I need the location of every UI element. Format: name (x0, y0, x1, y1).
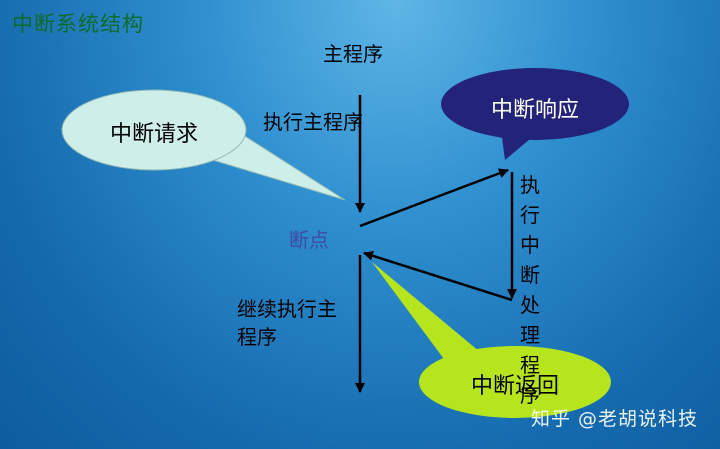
slide-title: 中断系统结构 (12, 12, 144, 36)
return-callout-text: 中断返回 (470, 374, 559, 399)
response-callout-text: 中断响应 (490, 98, 579, 123)
watermark: 知乎 @老胡说科技 (530, 408, 698, 430)
request-callout (61, 89, 247, 171)
return-arrow (363, 250, 513, 302)
return-callout (419, 346, 611, 418)
response-callout (441, 68, 629, 140)
jump-to-isr-arrow (359, 168, 509, 228)
request-callout-text: 中断请求 (109, 122, 198, 147)
isr-label: 执行中断处理程序 (520, 173, 540, 407)
return-callout-tail (372, 262, 492, 378)
exec-main-label: 执行主程序 (263, 110, 363, 134)
main-program-label: 主程序 (323, 42, 383, 66)
breakpoint-label: 断点 (289, 228, 329, 252)
continue-main-label: 继续执行主程序 (237, 297, 337, 349)
